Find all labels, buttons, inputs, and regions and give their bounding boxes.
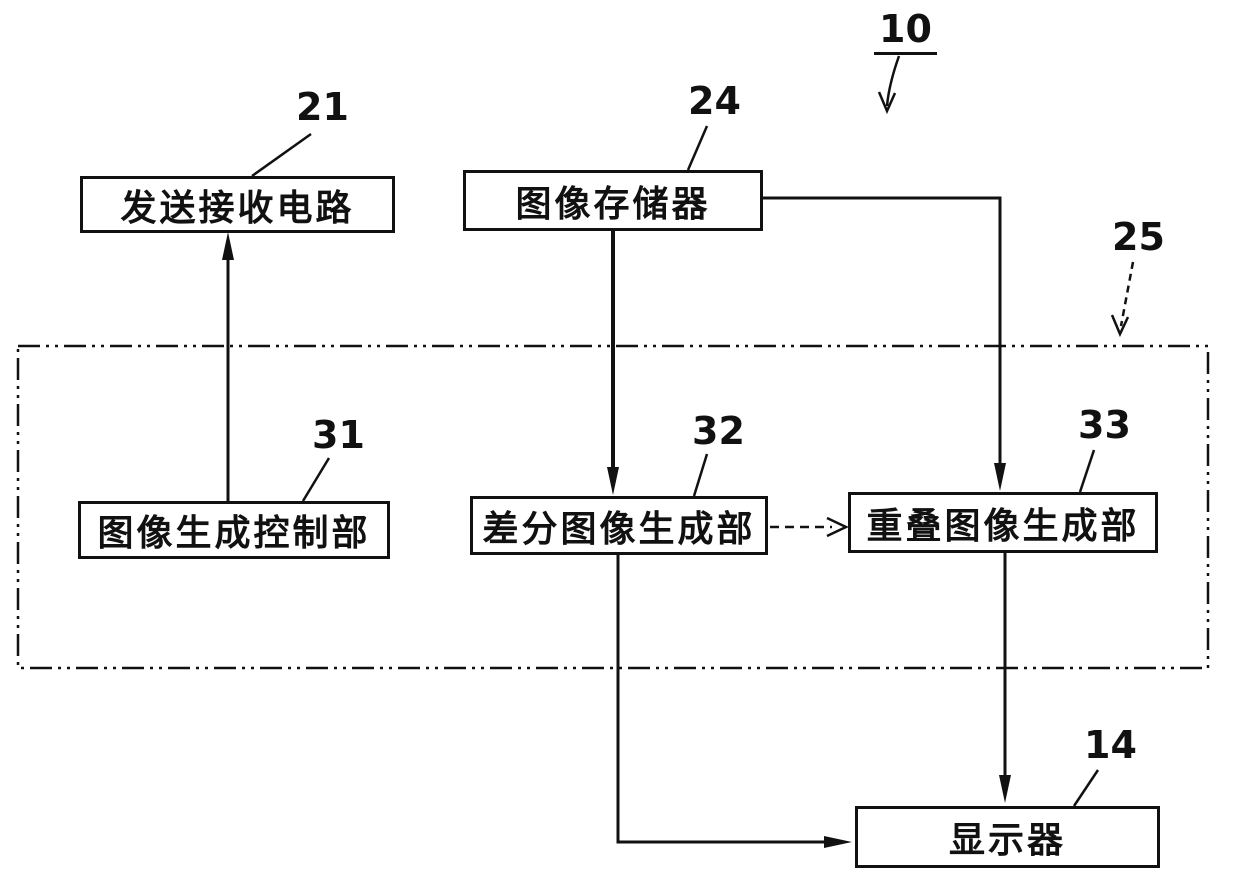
- leader-line-33: [1078, 449, 1096, 493]
- node-overlay-image-gen-label: 重叠图像生成部: [866, 505, 1140, 546]
- node-display: 显示器: [855, 806, 1160, 868]
- ref-14: 14: [1084, 723, 1137, 767]
- ref-32: 32: [692, 409, 745, 453]
- ref-24: 24: [688, 79, 741, 123]
- node-image-gen-control: 图像生成控制部: [78, 501, 390, 559]
- node-image-gen-control-label: 图像生成控制部: [97, 513, 371, 553]
- arrow-31-to-21-head: [222, 232, 234, 260]
- arrow-33-to-14-head: [999, 775, 1011, 803]
- arrow-32-to-14-head: [824, 836, 852, 848]
- ref-10: 10: [874, 10, 937, 55]
- arrow-24-to-33-line: [763, 196, 1002, 468]
- ref-25: 25: [1112, 215, 1165, 259]
- node-image-memory: 图像存储器: [463, 170, 763, 231]
- node-diff-image-gen-label: 差分图像生成部: [482, 508, 756, 549]
- node-transceiver: 发送接收电路: [80, 176, 395, 233]
- arrow-24-to-32-head: [607, 467, 619, 495]
- ref-21: 21: [296, 85, 349, 129]
- leader-line-31: [301, 457, 331, 502]
- leader-arrow-25-line: [1119, 261, 1135, 327]
- leader-arrow-10-head: [877, 91, 897, 115]
- leader-line-14: [1072, 769, 1100, 807]
- dashed-arrow-32-to-33-head: [826, 516, 849, 538]
- node-diff-image-gen: 差分图像生成部: [470, 496, 768, 555]
- ref-31: 31: [312, 413, 365, 457]
- leader-line-32: [692, 453, 709, 497]
- arrow-24-to-33-head: [994, 463, 1006, 491]
- leader-line-21: [251, 132, 312, 178]
- node-display-label: 显示器: [948, 820, 1066, 860]
- ref-33: 33: [1078, 403, 1131, 447]
- leader-arrow-10-line: [885, 55, 901, 107]
- node-image-memory-label: 图像存储器: [515, 183, 711, 224]
- node-transceiver-label: 发送接收电路: [120, 187, 355, 228]
- arrow-32-to-14-line: [616, 555, 828, 844]
- node-overlay-image-gen: 重叠图像生成部: [848, 492, 1158, 553]
- leader-arrow-25-head: [1110, 314, 1130, 338]
- leader-line-24: [686, 125, 709, 171]
- dashed-group-box: [16, 344, 1210, 670]
